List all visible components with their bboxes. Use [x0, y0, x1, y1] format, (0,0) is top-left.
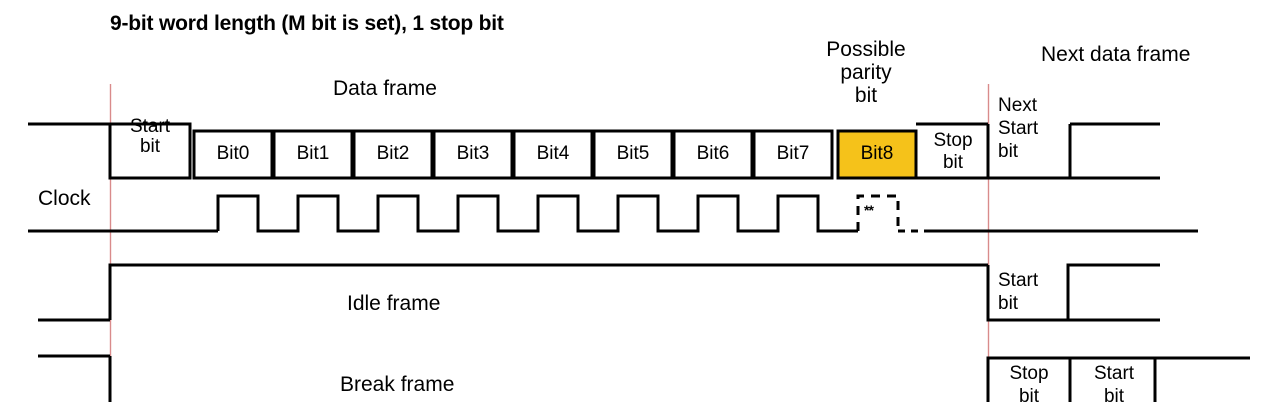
break-next-start-bit-line1: Start — [1093, 363, 1135, 384]
parity-placeholder-asterisks: ** — [864, 202, 874, 218]
cell-stop-bit-line1: Stop — [933, 130, 973, 151]
idle-frame-high-level — [108, 263, 988, 320]
parity-bit-highlight — [838, 131, 916, 178]
idle-frame-label: Idle frame — [347, 292, 441, 315]
next-start-bit-line3: bit — [998, 141, 1019, 162]
cell-bit1: Bit1 — [296, 143, 330, 164]
break-stop-bit-outline — [986, 356, 1072, 402]
cell-start-bit-line2: bit — [139, 136, 161, 157]
next-data-frame-label: Next data frame — [1041, 43, 1191, 66]
optional-parity-clock-pulse — [856, 194, 900, 231]
cell-bit0: Bit0 — [216, 143, 250, 164]
cell-bit7: Bit7 — [776, 143, 810, 164]
cell-bit3: Bit3 — [456, 143, 490, 164]
cell-bit5: Bit5 — [616, 143, 650, 164]
start-bit-outline — [108, 122, 192, 180]
cell-bit6: Bit6 — [696, 143, 730, 164]
next-start-bit-outline — [986, 124, 1072, 180]
possible-parity-bit-label-line3: bit — [854, 84, 878, 107]
clock-label: Clock — [38, 187, 91, 210]
next-start-bit-line1: Next — [998, 95, 1038, 116]
idle-next-start-bit-line1: Start — [998, 270, 1039, 291]
possible-parity-bit-label-line2: parity — [840, 61, 892, 84]
next-start-bit-line2: Start — [998, 118, 1039, 139]
cell-start-bit-line1: Start — [129, 116, 171, 137]
break-frame-label: Break frame — [340, 373, 455, 396]
data-frame-label: Data frame — [333, 77, 437, 100]
clock-pulse-train — [216, 194, 858, 233]
bit-cell-grid — [192, 129, 918, 180]
possible-parity-bit-label-line1: Possible — [826, 38, 906, 61]
cell-bit2: Bit2 — [376, 143, 410, 164]
cell-bit8-parity: Bit8 — [860, 143, 894, 164]
break-next-start-bit-line2: bit — [1103, 386, 1125, 407]
diagram-title: 9-bit word length (M bit is set), 1 stop… — [110, 12, 504, 35]
cell-bit4: Bit4 — [536, 143, 570, 164]
cell-stop-bit-line2: bit — [942, 152, 964, 173]
break-stop-bit-line2: bit — [1018, 386, 1040, 407]
idle-next-start-bit-line2: bit — [998, 293, 1019, 314]
break-stop-bit-line1: Stop — [1009, 363, 1049, 384]
